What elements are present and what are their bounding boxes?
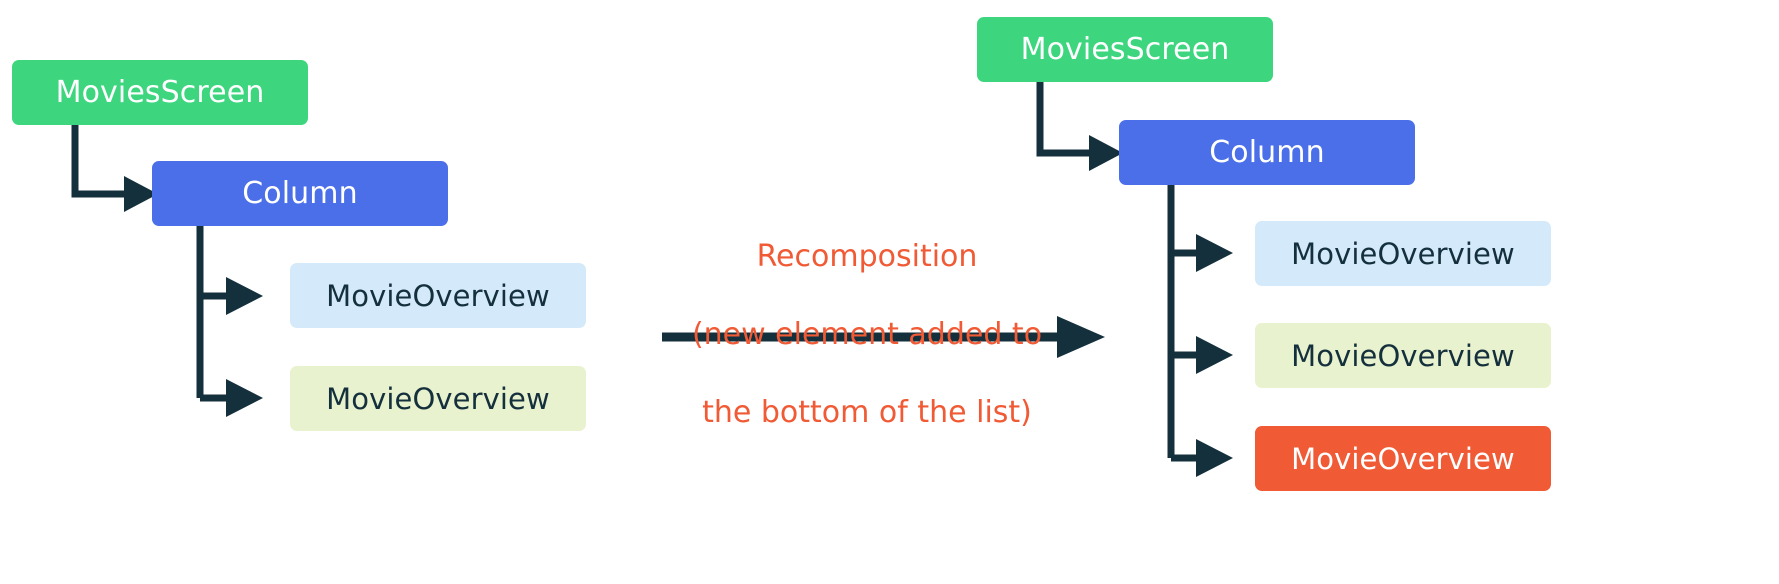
after-node-moviesscreen[interactable]: MoviesScreen [977,17,1273,82]
before-node-movieoverview-1[interactable]: MovieOverview [290,263,586,328]
after-node-movieoverview-2[interactable]: MovieOverview [1255,323,1551,388]
transition-annotation: Recomposition (new element added to the … [657,198,1077,471]
edge-arrowhead-after-child-3 [1196,439,1233,477]
edge-before-root-to-column [71,125,124,198]
after-node-movieoverview-1[interactable]: MovieOverview [1255,221,1551,286]
edge-after-root-to-column [1036,82,1089,157]
edge-arrowhead-after-child-1 [1196,234,1233,272]
after-node-column[interactable]: Column [1119,120,1415,185]
before-node-movieoverview-2[interactable]: MovieOverview [290,366,586,431]
edge-arrowhead-after-child-2 [1196,336,1233,374]
transition-annotation-line-3: the bottom of the list) [702,395,1032,430]
before-node-moviesscreen[interactable]: MoviesScreen [12,60,308,125]
transition-annotation-line-1: Recomposition [756,239,978,274]
edge-arrowhead-before-child-2 [226,379,263,417]
before-node-column[interactable]: Column [152,161,448,226]
transition-annotation-line-2: (new element added to [691,317,1043,352]
edge-arrowhead-after-root-to-column [1089,135,1123,171]
edge-arrowhead-before-child-1 [226,277,263,315]
after-node-movieoverview-3-new[interactable]: MovieOverview [1255,426,1551,491]
